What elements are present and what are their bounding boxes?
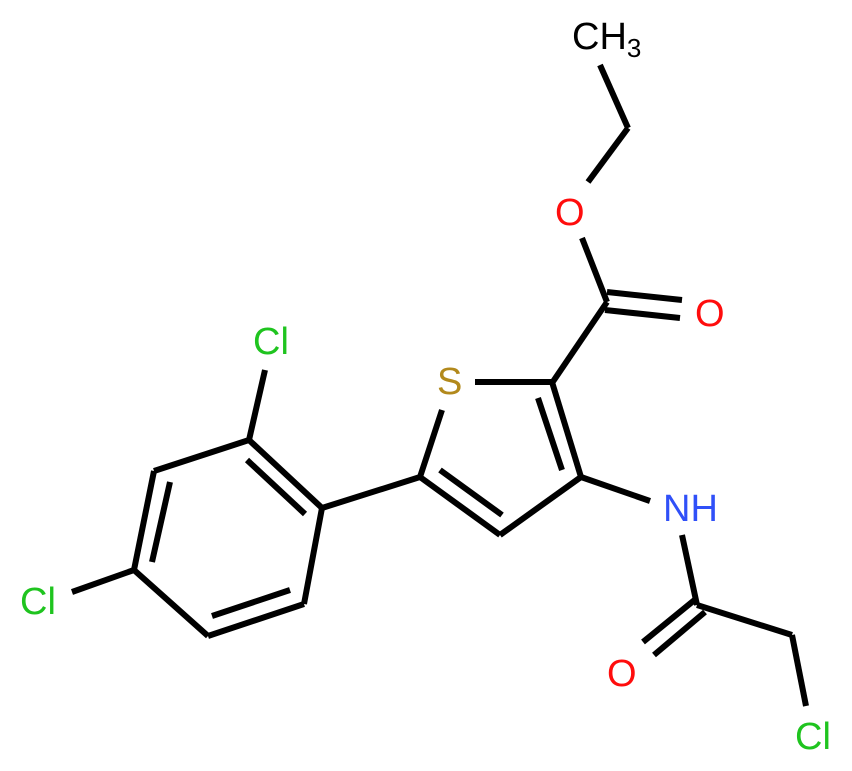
bond-c3-c4 bbox=[498, 474, 583, 538]
bond-ph2-ph1 bbox=[246, 437, 325, 511]
bond-ph3-ph2 bbox=[153, 437, 250, 474]
bond-n-c-amide bbox=[679, 534, 700, 606]
carbonyl-oxygen-label: O bbox=[695, 293, 725, 335]
bond-amide-co-1 bbox=[641, 595, 699, 645]
bond-c2-c3 bbox=[549, 381, 584, 478]
sulfur-label: S bbox=[437, 361, 463, 403]
bond-c3-n bbox=[580, 474, 651, 504]
bond-ph6-ph5 bbox=[207, 601, 305, 639]
bond-c-o-double-2 bbox=[604, 307, 681, 321]
bond-c-o-double-1 bbox=[606, 289, 683, 303]
bond-ph4-ph3 bbox=[131, 470, 157, 571]
bond-amide-co-2 bbox=[652, 609, 707, 658]
para-chlorine-label: Cl bbox=[20, 581, 56, 623]
bond-c5-phenyl bbox=[321, 474, 421, 511]
amine-nh-label: NH bbox=[663, 488, 718, 530]
bond-c-c2 bbox=[549, 300, 610, 385]
bond-c4-c5 bbox=[418, 474, 502, 538]
bond-o-c-ester bbox=[579, 236, 610, 304]
bond-ph2-ph1-inner bbox=[244, 457, 308, 517]
ortho-chlorine-label: Cl bbox=[253, 321, 289, 363]
amide-oxygen-label: O bbox=[607, 653, 637, 695]
methyl-subscript: 3 bbox=[626, 33, 642, 63]
bond-ch2-o bbox=[585, 126, 631, 184]
bond-c-ch2cl bbox=[696, 602, 793, 638]
bond-ch3-ch2 bbox=[597, 63, 631, 130]
bond-ph1-ph6 bbox=[301, 507, 325, 605]
chloroacetyl-chlorine-label: Cl bbox=[795, 716, 831, 758]
methyl-main-text: CH bbox=[572, 16, 627, 58]
bond-c2-c3-inner bbox=[535, 397, 565, 471]
bond-ph6-ph5-inner bbox=[211, 587, 291, 619]
ester-oxygen-label: O bbox=[555, 192, 585, 234]
bond-ph4-ph3-inner bbox=[149, 481, 173, 563]
methyl-group-label: CH3 bbox=[572, 18, 641, 61]
bond-ph4-cl bbox=[70, 567, 136, 595]
bond-ph2-cl bbox=[246, 369, 268, 441]
bond-c4-c5-inner bbox=[438, 467, 504, 518]
bond-ph5-ph4 bbox=[132, 567, 210, 639]
bond-ch2-cl bbox=[789, 634, 809, 707]
bond-c5-s bbox=[417, 409, 445, 478]
